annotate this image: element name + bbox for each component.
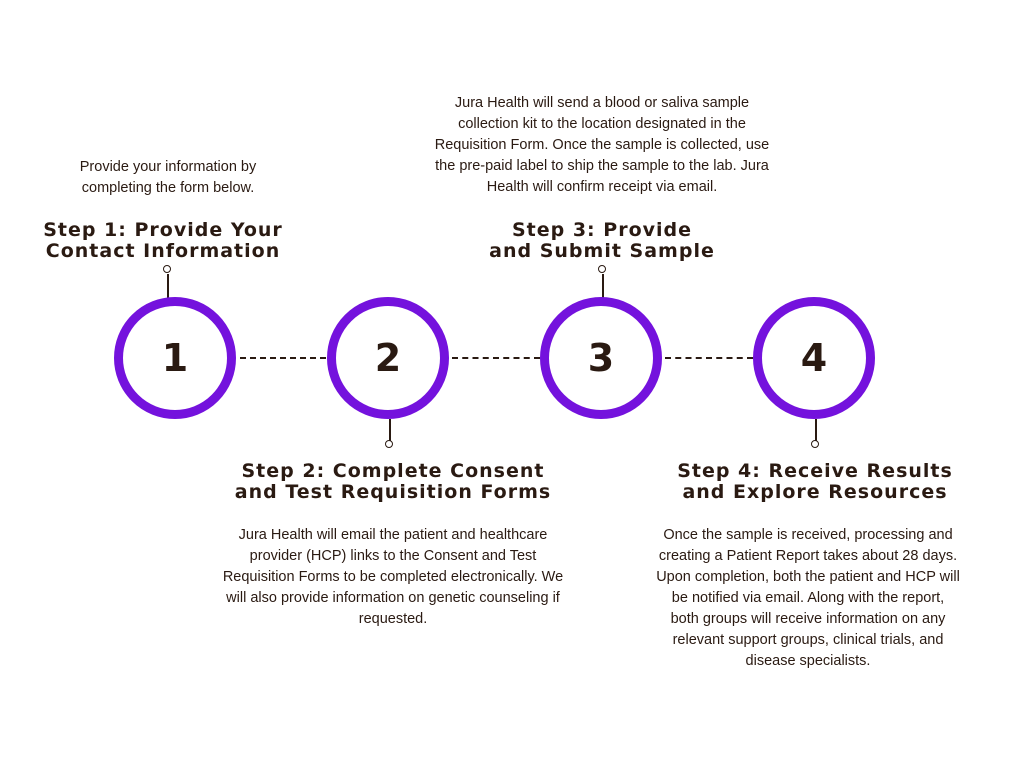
step-1-circle: 1 [114, 297, 236, 419]
connector-stem [389, 419, 391, 441]
step-3-desc-line: Health will confirm receipt via email. [486, 179, 718, 195]
step-3-title: Step 3: Provide and Submit Sample [457, 220, 747, 262]
step-2-title: Step 2: Complete Consent and Test Requis… [233, 461, 553, 503]
step-4-circle: 4 [753, 297, 875, 419]
step-3-desc-line: the pre-paid label to ship the sample to… [435, 158, 769, 174]
step-2-description: Jura Health will email the patient and h… [198, 525, 588, 630]
dashed-connector [240, 357, 326, 359]
step-3-title-line: Step 3: Provide [511, 219, 693, 241]
step-2-desc-line: provider (HCP) links to the Consent and … [249, 548, 537, 564]
step-3-title-line: and Submit Sample [489, 240, 715, 262]
step-4-description: Once the sample is received, processing … [630, 525, 986, 672]
step-1-title: Step 1: Provide Your Contact Information [18, 220, 308, 262]
connector-dot [598, 265, 606, 273]
step-4-title: Step 4: Receive Results and Explore Reso… [665, 461, 965, 503]
step-4-desc-line: relevant support groups, clinical trials… [672, 632, 944, 648]
step-2-desc-line: Requisition Forms to be completed electr… [222, 569, 564, 585]
step-4-desc-line: Upon completion, both the patient and HC… [656, 569, 960, 585]
step-1-desc-line: Provide your information by [79, 159, 257, 175]
step-3-circle: 3 [540, 297, 662, 419]
step-3-desc-line: Jura Health will send a blood or saliva … [454, 95, 750, 111]
step-4-title-line: and Explore Resources [682, 481, 948, 503]
step-2-desc-line: requested. [358, 611, 428, 627]
step-3-desc-line: Requisition Form. Once the sample is col… [434, 137, 770, 153]
connector-dot [385, 440, 393, 448]
connector-dot [811, 440, 819, 448]
dashed-connector [665, 357, 753, 359]
step-2-circle: 2 [327, 297, 449, 419]
step-3-desc-line: collection kit to the location designate… [458, 116, 746, 132]
step-4-desc-line: both groups will receive information on … [670, 611, 946, 627]
step-4-title-line: Step 4: Receive Results [677, 460, 953, 482]
step-1-title-line: Contact Information [45, 240, 281, 262]
step-4-desc-line: disease specialists. [745, 653, 871, 669]
step-2-number: 2 [374, 336, 402, 380]
step-3-description: Jura Health will send a blood or saliva … [420, 93, 784, 198]
connector-stem [602, 274, 604, 298]
step-2-title-line: Step 2: Complete Consent [241, 460, 545, 482]
step-4-number: 4 [800, 336, 828, 380]
step-1-description: Provide your information by completing t… [40, 157, 296, 199]
step-1-desc-line: completing the form below. [81, 180, 255, 196]
step-1-number: 1 [161, 336, 189, 380]
step-2-desc-line: Jura Health will email the patient and h… [238, 527, 548, 543]
step-2-title-line: and Test Requisition Forms [234, 481, 552, 503]
step-3-number: 3 [587, 336, 615, 380]
dashed-connector [452, 357, 540, 359]
step-4-desc-line: be notified via email. Along with the re… [671, 590, 945, 606]
connector-dot [163, 265, 171, 273]
connector-stem [815, 419, 817, 441]
connector-stem [167, 274, 169, 298]
step-2-desc-line: will also provide information on genetic… [226, 590, 560, 606]
step-1-title-line: Step 1: Provide Your [43, 219, 283, 241]
step-4-desc-line: Once the sample is received, processing … [663, 527, 953, 543]
step-4-desc-line: creating a Patient Report takes about 28… [658, 548, 958, 564]
